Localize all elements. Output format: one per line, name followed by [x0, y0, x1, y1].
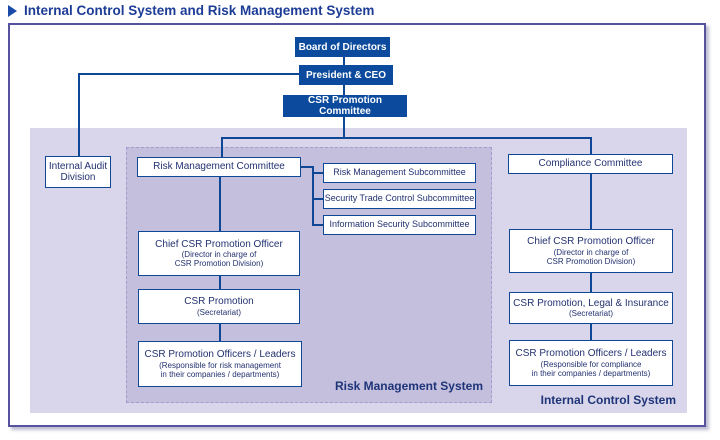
connector-line	[221, 137, 592, 139]
box-label: CSR Promotion Committee	[308, 95, 382, 117]
box-label: Chief CSR Promotion Officer	[527, 236, 655, 248]
box-information-security-subcommittee: Information Security Subcommittee	[323, 215, 476, 235]
box-label: Chief CSR Promotion Officer	[155, 238, 283, 250]
connector-line	[300, 166, 314, 168]
box-csr-promotion-committee: CSR Promotion Committee	[283, 95, 407, 117]
box-label: President & CEO	[305, 69, 387, 81]
box-sublabel: in their companies / departments)	[531, 368, 651, 378]
box-label: Compliance Committee	[538, 158, 643, 170]
box-label: CSR Promotion Officers / Leaders	[515, 348, 667, 360]
box-sublabel: (Responsible for compliance	[540, 359, 642, 369]
box-sublabel: in their companies / departments)	[160, 369, 280, 379]
connector-line	[219, 323, 221, 342]
box-csr-promotion-officers-control: CSR Promotion Officers / Leaders (Respon…	[509, 340, 673, 386]
box-sublabel: CSR Promotion Division)	[174, 259, 264, 269]
box-sublabel: (Secretariat)	[196, 307, 241, 317]
connector-line	[343, 85, 345, 96]
box-chief-csr-promotion-officer-control: Chief CSR Promotion Officer (Director in…	[509, 229, 673, 273]
connector-line	[312, 198, 323, 200]
box-sublabel: (Responsible for risk management	[159, 360, 281, 370]
box-label: CSR Promotion Officers / Leaders	[144, 349, 296, 361]
title-text: Internal Control System and Risk Managem…	[24, 3, 375, 18]
box-csr-promotion-secretariat: CSR Promotion (Secretariat)	[138, 289, 300, 324]
box-label: Security Trade Control Subcommittee	[324, 193, 475, 204]
connector-line	[312, 172, 323, 174]
box-sublabel: (Secretariat)	[568, 309, 613, 319]
box-sublabel: (Director in charge of	[181, 250, 257, 260]
connector-line	[78, 73, 301, 75]
connector-line	[78, 73, 80, 157]
connector-line	[343, 117, 345, 139]
box-board-of-directors: Board of Directors	[295, 37, 390, 57]
box-label: CSR Promotion, Legal & Insurance	[513, 297, 669, 309]
box-csr-promotion-legal-insurance: CSR Promotion, Legal & Insurance (Secret…	[509, 292, 673, 324]
box-president-ceo: President & CEO	[299, 65, 393, 85]
box-sublabel: CSR Promotion Division)	[546, 256, 636, 266]
box-security-trade-control-subcommittee: Security Trade Control Subcommittee	[323, 189, 476, 209]
connector-line	[343, 57, 345, 66]
box-label: Board of Directors	[298, 41, 387, 53]
box-compliance-committee: Compliance Committee	[508, 154, 673, 174]
connector-line	[219, 276, 221, 290]
connector-line	[590, 137, 592, 155]
connector-line	[590, 272, 592, 293]
box-chief-csr-promotion-officer-risk: Chief CSR Promotion Officer (Director in…	[138, 231, 300, 276]
label-risk-management-system: Risk Management System	[334, 379, 483, 393]
box-label: Risk Management Subcommittee	[333, 167, 466, 178]
connector-line	[312, 224, 323, 226]
box-risk-management-subcommittee: Risk Management Subcommittee	[323, 163, 476, 183]
box-label: Division	[60, 172, 96, 183]
box-label: CSR Promotion	[184, 296, 254, 308]
title-arrow-icon	[8, 4, 17, 17]
box-internal-audit-division: Internal Audit Division	[45, 156, 111, 188]
connector-line	[590, 323, 592, 341]
box-label: Internal Audit	[48, 160, 108, 172]
box-label: Information Security Subcommittee	[329, 219, 470, 230]
label-internal-control-system: Internal Control System	[540, 393, 676, 407]
page-title: Internal Control System and Risk Managem…	[8, 3, 374, 18]
box-label: Risk Management Committee	[153, 161, 285, 173]
connector-line	[312, 166, 314, 226]
box-sublabel: (Director in charge of	[553, 247, 629, 257]
connector-line	[221, 137, 223, 158]
connector-line	[219, 177, 221, 232]
box-risk-management-committee: Risk Management Committee	[137, 157, 301, 177]
connector-line	[590, 174, 592, 230]
box-csr-promotion-officers-risk: CSR Promotion Officers / Leaders (Respon…	[138, 341, 302, 387]
